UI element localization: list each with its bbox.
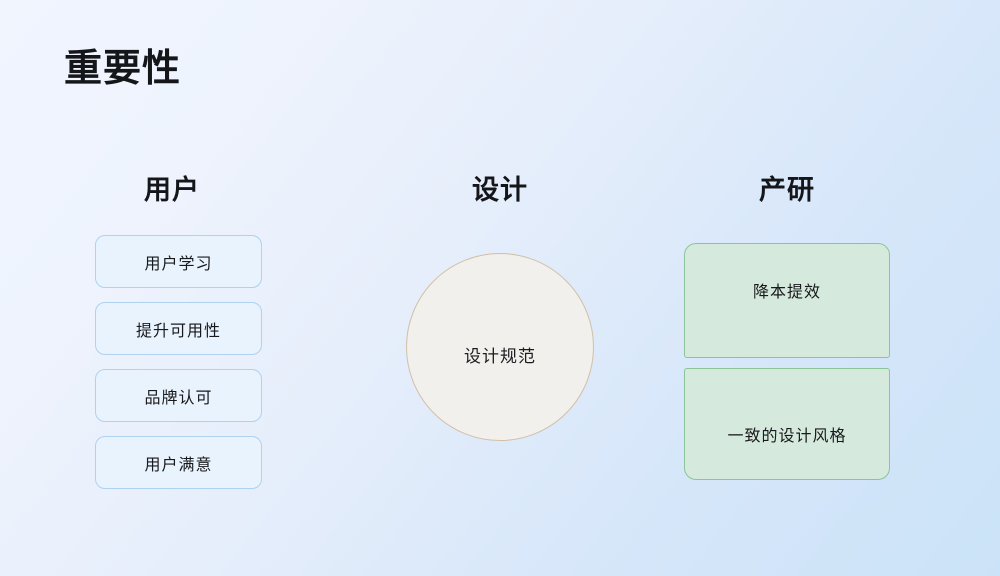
list-item-label: 用户满意 — [144, 456, 213, 474]
column-header-dev: 产研 — [759, 175, 815, 205]
dev-benefit-list: 降本提效 一致的设计风格 — [684, 243, 890, 480]
list-item[interactable]: 提升可用性 — [95, 302, 262, 355]
list-item[interactable]: 用户满意 — [95, 436, 262, 489]
list-item-label: 品牌认可 — [144, 389, 213, 407]
column-header-user: 用户 — [144, 175, 200, 205]
list-item-label: 提升可用性 — [135, 322, 221, 340]
list-item-label: 一致的设计风格 — [727, 428, 847, 445]
page-title: 重要性 — [64, 48, 182, 90]
list-item[interactable]: 降本提效 — [684, 243, 890, 358]
list-item[interactable]: 品牌认可 — [95, 369, 262, 422]
list-item[interactable]: 用户学习 — [95, 235, 262, 288]
column-header-design: 设计 — [472, 175, 528, 205]
list-item-label: 用户学习 — [144, 255, 213, 273]
design-spec-circle[interactable]: 设计规范 — [406, 253, 594, 441]
list-item[interactable]: 一致的设计风格 — [684, 368, 890, 480]
list-item-label: 降本提效 — [752, 283, 821, 301]
user-benefit-list: 用户学习 提升可用性 品牌认可 用户满意 — [95, 235, 262, 489]
design-spec-circle-label: 设计规范 — [464, 346, 536, 366]
